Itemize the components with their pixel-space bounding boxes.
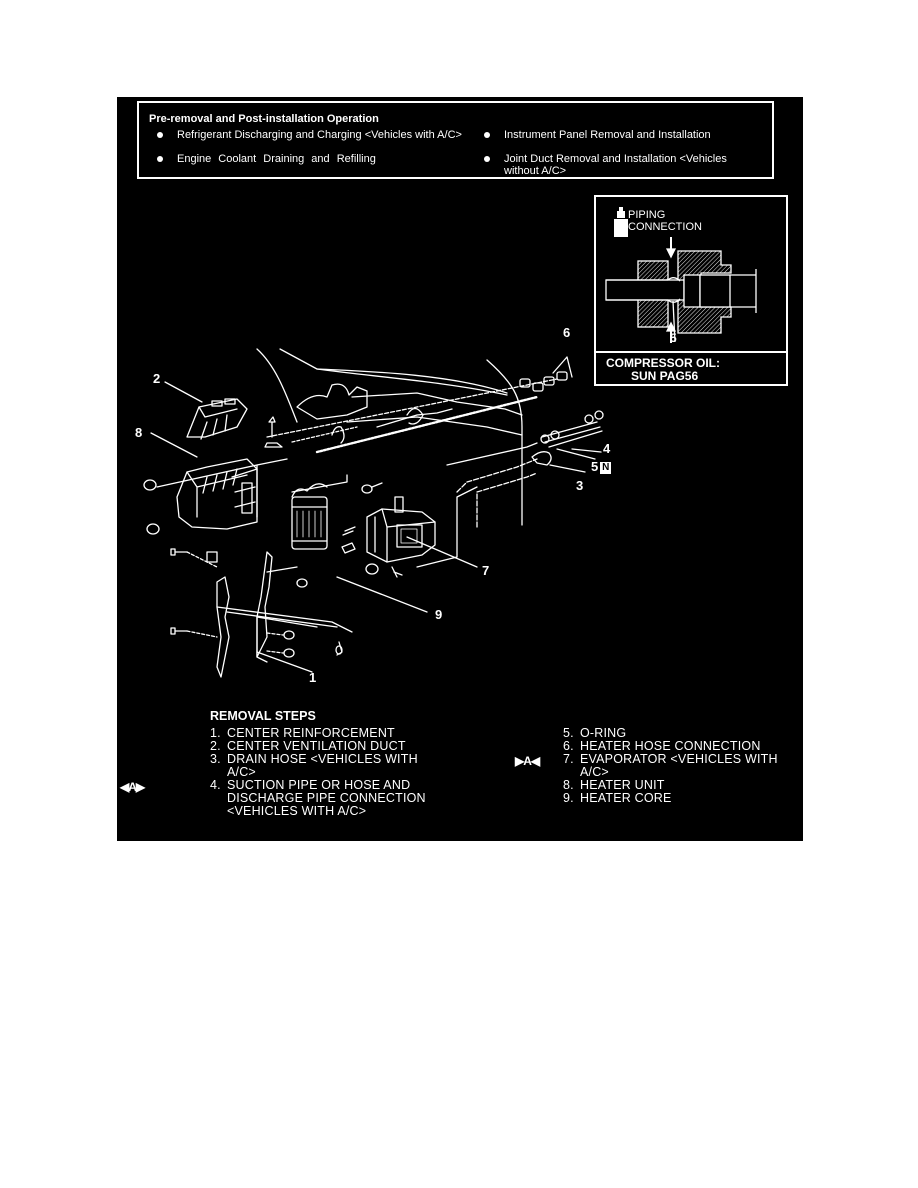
removal-step: 4.SUCTION PIPE OR HOSE AND DISCHARGE PIP… bbox=[210, 778, 426, 818]
bullet-icon bbox=[484, 156, 490, 162]
removal-step: 9.HEATER CORE bbox=[563, 791, 672, 805]
removal-step: 1.CENTER REINFORCEMENT bbox=[210, 726, 395, 740]
bullet-icon bbox=[157, 132, 163, 138]
part-label-8: 8 bbox=[135, 425, 143, 440]
pre-removal-item: Refrigerant Discharging and Charging <Ve… bbox=[149, 129, 487, 141]
pre-removal-box: Pre-removal and Post-installation Operat… bbox=[137, 101, 774, 179]
part-label-4: 4 bbox=[603, 441, 611, 456]
part-label-7: 7 bbox=[482, 563, 490, 578]
part-label-6: 6 bbox=[563, 325, 571, 340]
pre-removal-title: Pre-removal and Post-installation Operat… bbox=[149, 113, 379, 125]
removal-steps-title: REMOVAL STEPS bbox=[210, 709, 316, 723]
bullet-icon bbox=[157, 156, 163, 162]
pre-removal-item: Engine Coolant Draining and Refilling bbox=[149, 153, 477, 165]
bullet-icon bbox=[484, 132, 490, 138]
piping-connection-label: PIPING CONNECTION bbox=[628, 209, 702, 233]
exploded-view-illustration bbox=[143, 348, 604, 678]
removal-steps-left: 1.CENTER REINFORCEMENT 2.CENTER VENTILAT… bbox=[210, 727, 430, 818]
pre-removal-item: Instrument Panel Removal and Installatio… bbox=[476, 129, 804, 141]
removal-step: 2.CENTER VENTILATION DUCT bbox=[210, 739, 406, 753]
removal-step: 6.HEATER HOSE CONNECTION bbox=[563, 739, 761, 753]
part-label-9: 9 bbox=[435, 607, 443, 622]
pre-removal-item: Joint Duct Removal and Installation <Veh… bbox=[476, 153, 734, 177]
part-label-1: 1 bbox=[309, 670, 317, 685]
oil-can-icon bbox=[614, 207, 628, 237]
part-label-3: 3 bbox=[576, 478, 584, 493]
callout-part-label-5: 5 bbox=[670, 331, 677, 345]
piping-connection-callout: PIPING CONNECTION 5 COMPRESSOR OIL: SUN … bbox=[594, 195, 788, 386]
part-label-2: 2 bbox=[153, 371, 161, 386]
removal-steps-right: 5.O-RING 6.HEATER HOSE CONNECTION 7.EVAP… bbox=[563, 727, 803, 805]
removal-step: 3.DRAIN HOSE <VEHICLES WITH A/C> bbox=[210, 752, 418, 779]
removal-step: 5.O-RING bbox=[563, 726, 627, 740]
callout-divider bbox=[596, 351, 786, 353]
compressor-oil-label: COMPRESSOR OIL: SUN PAG56 bbox=[606, 356, 721, 383]
service-point-marker-a-right: ▶A◀ bbox=[515, 754, 540, 768]
removal-step: 7.EVAPORATOR <VEHICLES WITH A/C> bbox=[563, 752, 778, 779]
new-part-badge: N bbox=[600, 462, 612, 474]
diagram-panel: Pre-removal and Post-installation Operat… bbox=[117, 97, 803, 841]
service-point-marker-a-left: ◀A▶ bbox=[120, 780, 145, 794]
removal-step: 8.HEATER UNIT bbox=[563, 778, 665, 792]
piping-cross-section bbox=[605, 207, 757, 343]
